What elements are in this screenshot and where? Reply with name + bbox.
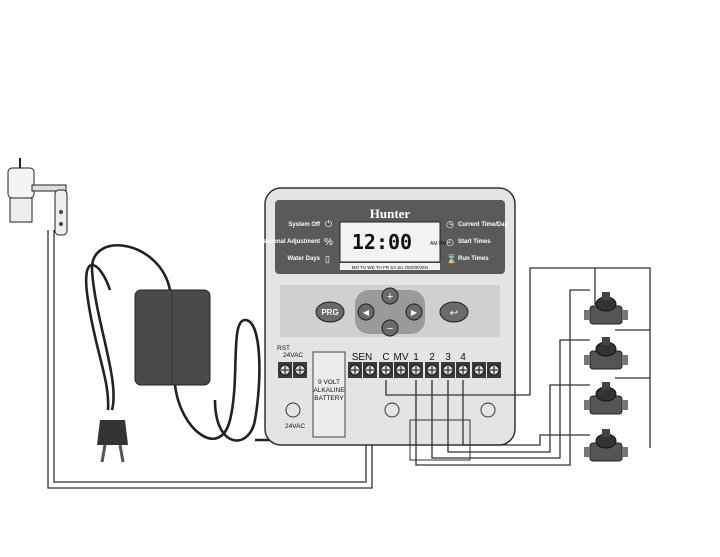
controller: Hunter 12:00 AM PM MO TU WE TH FR SA SU … bbox=[259, 187, 516, 461]
svg-text:PRG: PRG bbox=[321, 308, 338, 317]
minus-icon: − bbox=[387, 323, 393, 335]
calendar-icon: ▯ bbox=[325, 254, 330, 264]
mount-hole bbox=[285, 402, 301, 418]
label-water-days: Water Days bbox=[288, 256, 321, 262]
label-system-off: System Off bbox=[288, 222, 321, 228]
return-icon: ↩ bbox=[450, 308, 458, 319]
ac-label-bottom: 24VAC bbox=[285, 423, 305, 430]
label-seasonal-adjustment: Seasonal Adjustment bbox=[259, 239, 320, 245]
hourglass-icon: ⌛ bbox=[446, 253, 457, 264]
right-arrow-button[interactable] bbox=[405, 303, 423, 321]
zone-4-label: 4 bbox=[460, 352, 466, 363]
terminal-screw[interactable] bbox=[379, 362, 393, 378]
valve bbox=[584, 337, 628, 370]
prg-button[interactable]: PRG bbox=[315, 301, 345, 323]
sen-label: SEN bbox=[352, 352, 373, 363]
arrow-right-icon: ▶ bbox=[411, 308, 418, 317]
terminal-screw[interactable] bbox=[348, 362, 362, 378]
terminal-screw[interactable] bbox=[278, 362, 292, 378]
power-plug bbox=[97, 420, 128, 463]
lcd-time: 12:00 bbox=[352, 230, 412, 254]
day-strip bbox=[340, 263, 440, 270]
conduit-bracket bbox=[409, 419, 471, 461]
battery-compartment bbox=[312, 351, 346, 438]
plus-icon: + bbox=[387, 291, 393, 303]
terminal-strip bbox=[278, 362, 501, 378]
valve bbox=[584, 292, 628, 325]
valve bbox=[584, 429, 628, 462]
zone-3-label: 3 bbox=[445, 352, 451, 363]
label-start-times: Start Times bbox=[458, 239, 491, 245]
c-label: C bbox=[382, 352, 389, 363]
common-wire bbox=[385, 267, 651, 448]
back-button[interactable] bbox=[439, 301, 469, 323]
terminal-screw[interactable] bbox=[394, 362, 408, 378]
power-adapter bbox=[134, 289, 211, 386]
terminal-screw[interactable] bbox=[472, 362, 486, 378]
minus-button[interactable] bbox=[381, 319, 399, 337]
mv-label: MV bbox=[394, 352, 409, 363]
arrow-left-icon: ◀ bbox=[363, 308, 370, 317]
terminal-screw[interactable] bbox=[487, 362, 501, 378]
left-arrow-button[interactable] bbox=[357, 303, 375, 321]
mount-hole bbox=[384, 402, 400, 418]
valve bbox=[584, 382, 628, 415]
percent-icon: % bbox=[324, 237, 333, 248]
label-current-time: Current Time/Day bbox=[458, 222, 509, 228]
mount-hole bbox=[480, 402, 496, 418]
adapter-input-cable bbox=[84, 244, 172, 411]
zone-1-label: 1 bbox=[413, 352, 419, 363]
power-icon: ⏻ bbox=[325, 219, 332, 229]
zone-wires bbox=[415, 289, 590, 466]
label-run-times: Run Times bbox=[458, 256, 489, 262]
rst-label: RST bbox=[277, 345, 290, 352]
terminal-screw[interactable] bbox=[293, 362, 307, 378]
terminal-screw[interactable] bbox=[441, 362, 455, 378]
terminal-screw[interactable] bbox=[456, 362, 470, 378]
day-strip-text: MO TU WE TH FR SA SU ODD/EVEN bbox=[352, 265, 429, 270]
battery-label-3: BATTERY bbox=[314, 395, 344, 402]
lcd-am-pm: AM PM bbox=[430, 241, 446, 247]
terminal-screw[interactable] bbox=[409, 362, 423, 378]
lcd-screen bbox=[339, 221, 441, 263]
battery-label-1: 9 VOLT bbox=[318, 379, 340, 386]
brand-logo: Hunter bbox=[370, 206, 411, 221]
plus-button[interactable] bbox=[381, 287, 399, 305]
terminal-screw[interactable] bbox=[425, 362, 439, 378]
zone-2-label: 2 bbox=[429, 352, 435, 363]
terminal-screw[interactable] bbox=[363, 362, 377, 378]
clock-icon: ◷ bbox=[446, 219, 454, 229]
rain-sensor bbox=[7, 158, 68, 236]
start-times-icon: ◴ bbox=[446, 237, 454, 247]
ac-label-top: 24VAC bbox=[283, 352, 303, 359]
battery-label-2: ALKALINE bbox=[313, 387, 345, 394]
valves bbox=[584, 292, 628, 462]
